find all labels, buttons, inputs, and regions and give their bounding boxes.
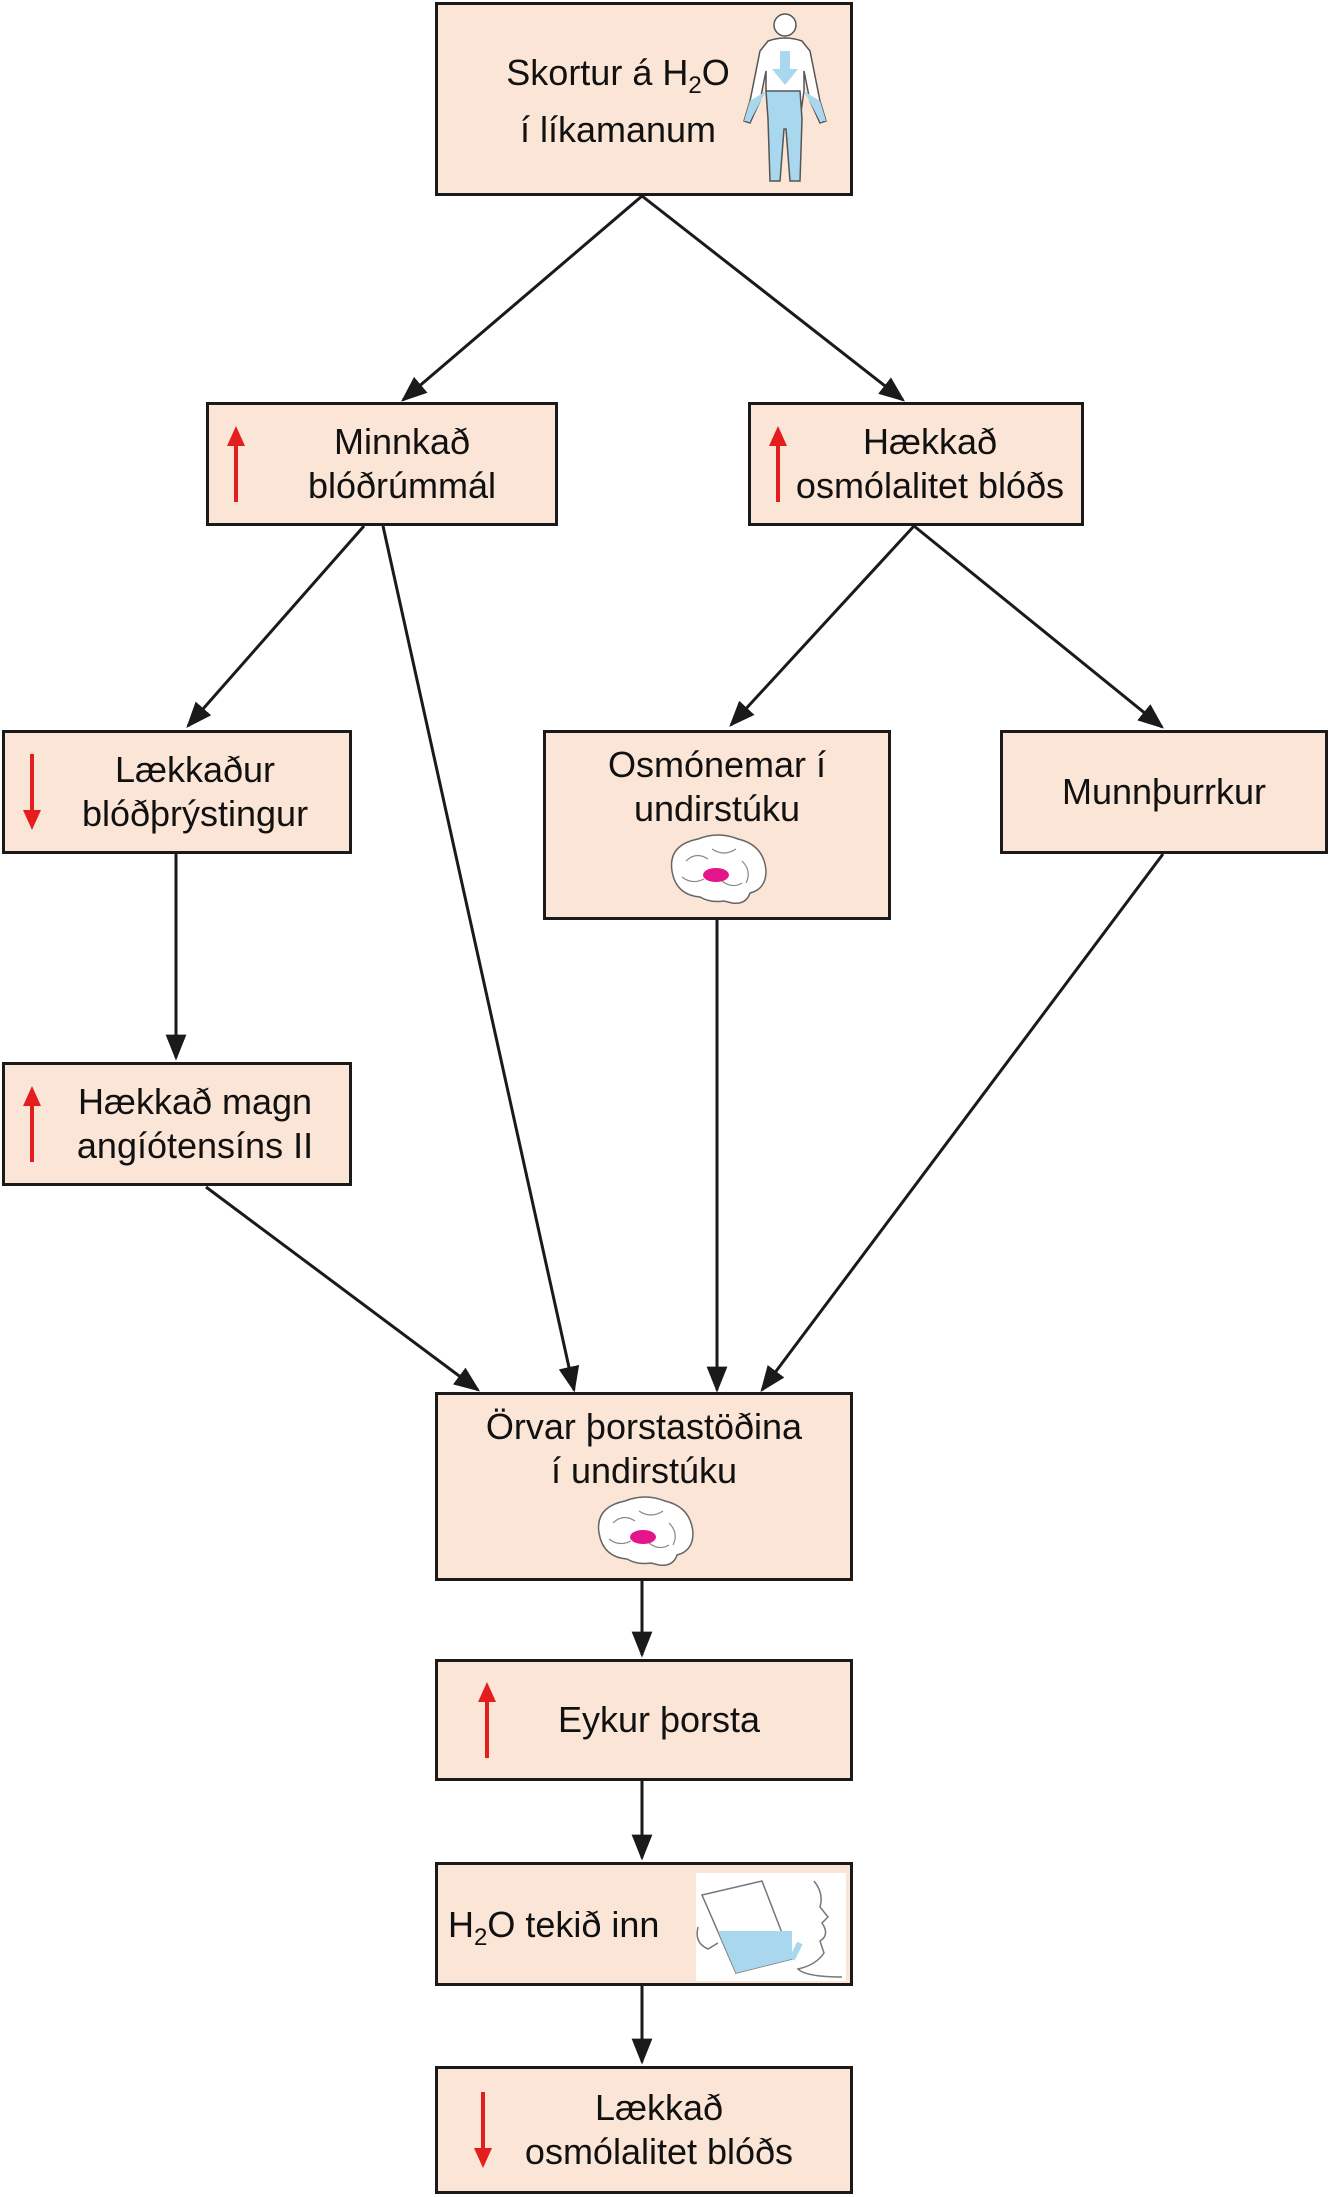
node-stimulates-thirst-center: Örvar þorstastöðina í undirstúku bbox=[435, 1392, 853, 1581]
down-arrow-icon bbox=[474, 2092, 492, 2168]
node-decreased-blood-pressure: Lækkaður blóðþrýstingur bbox=[2, 730, 352, 854]
node-hypothalamic-osmoreceptors: Osmónemar í undirstúku bbox=[543, 730, 891, 920]
node-dry-mouth: Munnþurrkur bbox=[1000, 730, 1328, 854]
brain-icon bbox=[670, 834, 767, 905]
node-decreased-blood-osmolality-line2: osmólalitet blóðs bbox=[524, 2131, 794, 2172]
node-increased-angiotensin-ii-line2: angíótensíns II bbox=[76, 1125, 314, 1166]
node-increased-angiotensin-ii-line1: Hækkað magn bbox=[77, 1081, 313, 1122]
node-increased-blood-osmolality-line1: Hækkað bbox=[862, 421, 998, 462]
node-increased-blood-osmolality: Hækkað osmólalitet blóðs bbox=[748, 402, 1084, 526]
down-arrow-icon bbox=[23, 754, 41, 830]
up-arrow-icon bbox=[769, 426, 787, 502]
node-decreased-blood-volume-line1: Minnkað bbox=[333, 421, 471, 462]
node-stimulates-thirst-center-line2: í undirstúku bbox=[550, 1450, 738, 1491]
node-hypothalamic-osmoreceptors-line1: Osmónemar í bbox=[607, 744, 827, 785]
node-water-intake: H2O tekið inn bbox=[435, 1862, 853, 1986]
node-decreased-blood-pressure-line1: Lækkaður bbox=[114, 749, 276, 790]
up-arrow-icon bbox=[478, 1682, 496, 1758]
drinking-cup-icon bbox=[696, 1873, 846, 1981]
node-water-deficit: Skortur á H2O í líkamanum bbox=[435, 2, 853, 196]
node-decreased-blood-volume: Minnkað blóðrúmmál bbox=[206, 402, 558, 526]
node-increased-blood-osmolality-line2: osmólalitet blóðs bbox=[795, 465, 1065, 506]
node-water-intake-label: H2O tekið inn bbox=[448, 1904, 660, 1952]
node-decreased-blood-volume-line2: blóðrúmmál bbox=[307, 465, 497, 506]
connector-top-to-volume bbox=[401, 194, 643, 402]
node-increases-thirst-label: Eykur þorsta bbox=[557, 1699, 761, 1740]
brain-icon bbox=[597, 1496, 694, 1567]
connector-angiotensin-to-thirst-center bbox=[205, 1185, 481, 1392]
connector-volume-to-pressure bbox=[186, 525, 366, 728]
node-dry-mouth-label: Munnþurrkur bbox=[1061, 771, 1267, 812]
node-water-deficit-label: Skortur á H2O í líkamanum bbox=[506, 52, 730, 151]
up-arrow-icon bbox=[23, 1086, 41, 1162]
connector-drymouth-to-thirst-center bbox=[760, 853, 1165, 1393]
up-arrow-icon bbox=[227, 426, 245, 502]
connector-top-to-osmo bbox=[641, 194, 906, 402]
body-icon bbox=[743, 13, 827, 182]
node-stimulates-thirst-center-line1: Örvar þorstastöðina bbox=[485, 1406, 803, 1447]
node-increased-angiotensin-ii: Hækkað magn angíótensíns II bbox=[2, 1062, 352, 1186]
node-decreased-blood-pressure-line2: blóðþrýstingur bbox=[81, 793, 309, 834]
node-decreased-blood-osmolality: Lækkað osmólalitet blóðs bbox=[435, 2066, 853, 2194]
connector-volume-to-thirst-center bbox=[381, 525, 580, 1393]
connector-osmo-to-osmoreceptors bbox=[729, 524, 916, 727]
connector-osmo-to-drymouth bbox=[913, 524, 1165, 729]
node-hypothalamic-osmoreceptors-line2: undirstúku bbox=[633, 788, 801, 829]
node-decreased-blood-osmolality-line1: Lækkað bbox=[594, 2087, 724, 2128]
node-increases-thirst: Eykur þorsta bbox=[435, 1659, 853, 1781]
